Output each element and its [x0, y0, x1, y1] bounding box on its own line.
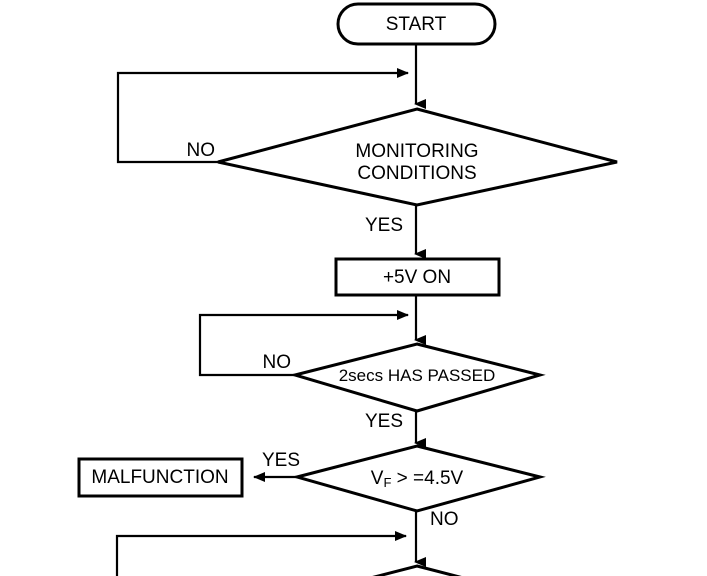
edge-label-monitoring-no: NO [187, 140, 216, 161]
node-power-on[interactable] [334, 257, 501, 297]
connector-bottom-feedback-loop [115, 531, 407, 576]
node-malfunction-label: MALFUNCTION [91, 467, 228, 488]
node-vf-rest: > =4.5V [391, 468, 463, 489]
node-vf-prefix: V [371, 468, 384, 489]
node-next-decision-partial[interactable] [324, 564, 510, 576]
edge-label-vf-yes: YES [262, 450, 300, 471]
node-power-on-label: +5V ON [383, 267, 451, 288]
node-two-secs-prefix: 2secs [339, 366, 383, 385]
node-two-secs-rest: HAS PASSED [383, 366, 495, 385]
edge-label-vf-no: NO [430, 509, 459, 530]
edge-label-monitoring-yes: YES [365, 215, 403, 236]
connector-monitoring-no-loop [116, 68, 409, 164]
node-malfunction[interactable] [77, 457, 244, 498]
edge-label-two-secs-no: NO [263, 352, 292, 373]
node-monitoring-conditions[interactable] [217, 107, 618, 207]
node-start[interactable] [336, 2, 497, 46]
node-two-secs-has-passed-label: 2secs HAS PASSED [339, 366, 496, 385]
node-vf-subscript: F [383, 475, 391, 490]
node-vf-threshold-label: VF > =4.5V [371, 468, 464, 490]
node-vf-threshold[interactable] [291, 444, 546, 513]
connector-twosecs-no-loop [198, 310, 409, 377]
node-monitoring-conditions-label-line1: MONITORING [355, 141, 478, 162]
node-start-label: START [386, 14, 447, 35]
node-two-secs-has-passed[interactable] [289, 342, 546, 413]
edge-label-two-secs-yes: YES [365, 411, 403, 432]
node-monitoring-conditions-label-line2: CONDITIONS [357, 163, 476, 184]
